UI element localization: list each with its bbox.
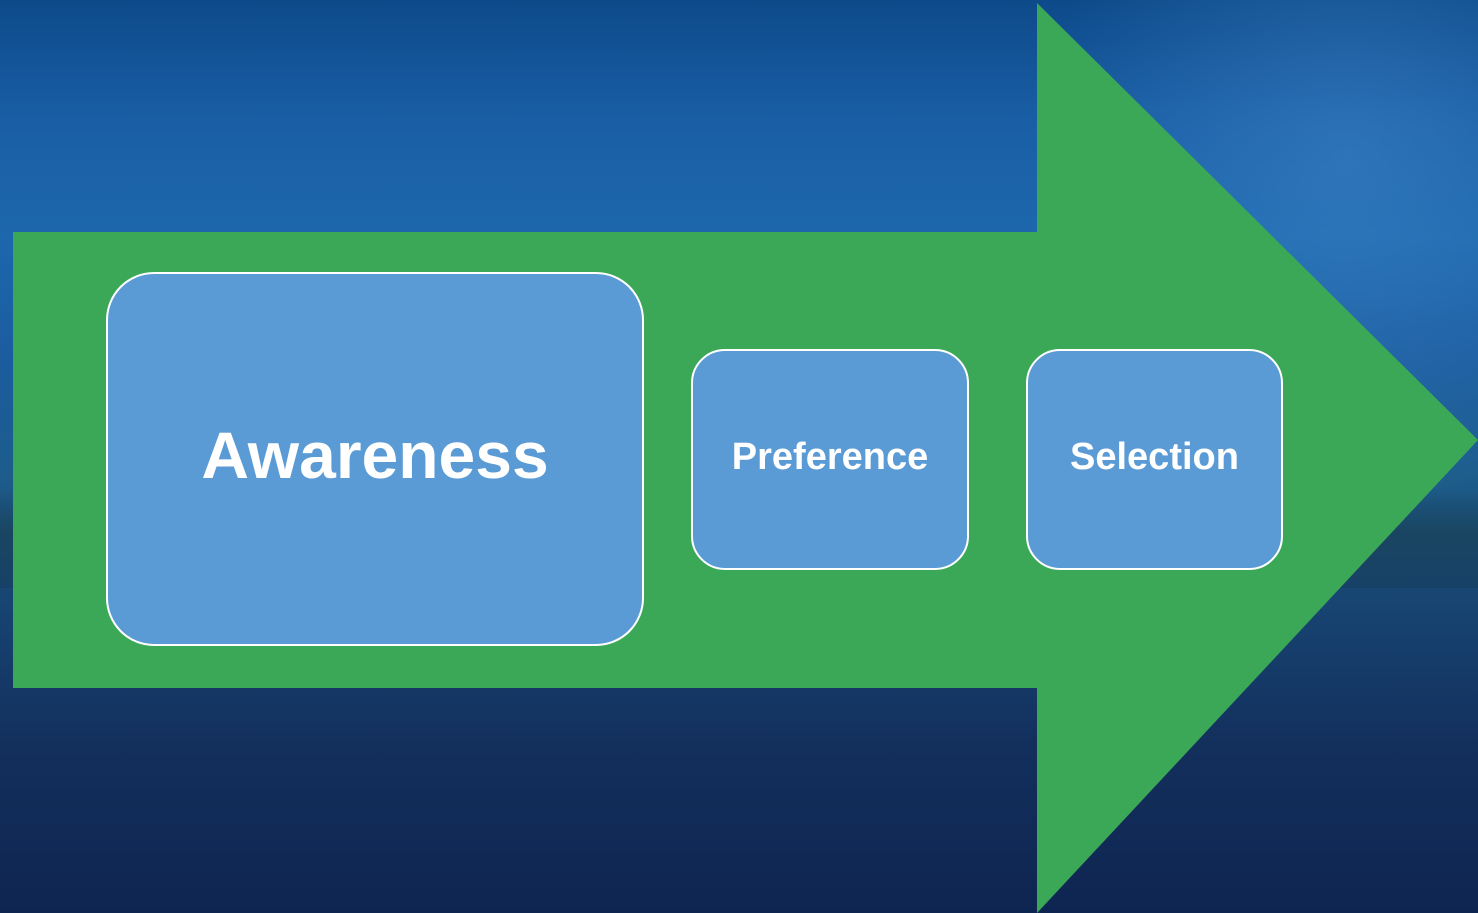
step-preference-label: Preference — [731, 436, 929, 478]
step-selection-label: Selection — [1070, 436, 1239, 478]
step-preference-box: Preference — [691, 349, 969, 570]
step-awareness-box: Awareness — [106, 272, 644, 646]
step-awareness-label: Awareness — [201, 418, 549, 492]
step-selection-box: Selection — [1026, 349, 1283, 570]
